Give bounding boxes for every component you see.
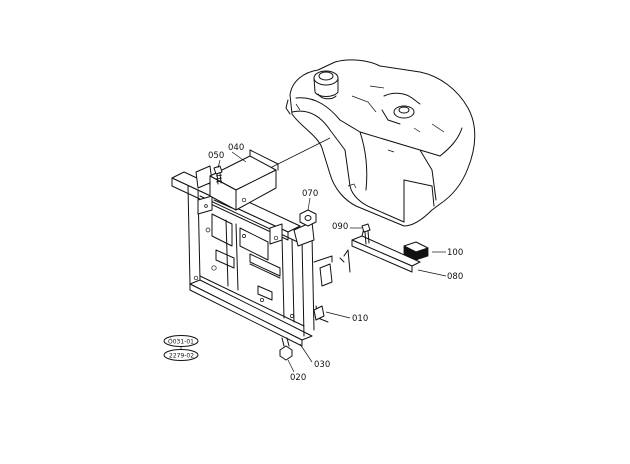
callout-070: 070 (302, 189, 318, 199)
callout-080: 080 (447, 272, 463, 282)
reference-code-2: 2279-02 (169, 353, 194, 360)
callout-020: 020 (290, 373, 306, 383)
tank-to-bracket-leader (265, 137, 331, 171)
bolt-part-020 (279, 337, 293, 361)
fuel-tank (285, 59, 476, 227)
callout-090: 090 (332, 222, 348, 232)
callout-040: 040 (228, 143, 244, 153)
nut-part-070 (299, 209, 317, 227)
reference-code-1: Ó031-01 (168, 339, 194, 346)
reference-oval-2 (163, 349, 199, 361)
reference-oval-1 (163, 335, 199, 347)
bracket-part-040 (209, 149, 279, 211)
callout-leaders (217, 151, 447, 373)
callout-100: 100 (447, 248, 463, 258)
callout-050: 050 (208, 151, 224, 161)
main-frame-part-010 (171, 165, 333, 347)
callout-010: 010 (352, 314, 368, 324)
bolt-part-090 (361, 223, 371, 245)
pad-part-100 (403, 241, 429, 261)
reference-codes: Ó031-01 2279-02 (163, 335, 199, 361)
bolt-part-050 (213, 165, 223, 185)
callout-030: 030 (314, 360, 330, 370)
